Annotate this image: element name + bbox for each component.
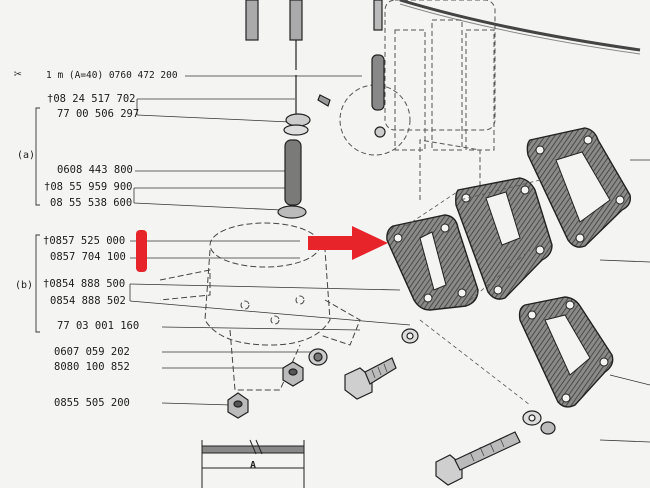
part-number-highlighted: 0857 704 100 xyxy=(50,251,126,263)
part-number: 8080 100 852 xyxy=(54,361,130,373)
highlight-marker xyxy=(136,230,147,272)
scissors-icon: ✂ xyxy=(14,67,22,82)
dimension-label: A xyxy=(250,460,257,471)
part-number: 77 03 001 160 xyxy=(57,320,140,332)
gasket-highlighted xyxy=(386,214,479,311)
rods xyxy=(245,0,385,111)
part-number: 08 55 538 600 xyxy=(50,197,133,209)
part-number: 0608 443 800 xyxy=(57,164,133,176)
group-brackets xyxy=(35,107,40,333)
part-number: 0855 505 200 xyxy=(54,397,130,409)
gasket-back xyxy=(526,127,632,248)
hose-dimension xyxy=(201,439,305,488)
part-number-highlighted: †0857 525 000 xyxy=(43,235,126,247)
part-number: †08 24 517 702 xyxy=(47,93,136,105)
part-number: 77 00 506 297 xyxy=(57,108,140,120)
group-label-b: (b) xyxy=(15,280,34,291)
pushrod xyxy=(277,75,386,219)
insulator-block xyxy=(455,177,553,300)
group-label-a: (a) xyxy=(17,150,36,161)
part-number: 0607 059 202 xyxy=(54,346,130,358)
bolts xyxy=(344,357,521,486)
highlight-arrow xyxy=(308,226,388,260)
part-number: †08 55 959 900 xyxy=(44,181,133,193)
part-number-hose: 1 m (A=40) 0760 472 200 xyxy=(46,70,178,81)
part-number: †0854 888 500 xyxy=(43,278,126,290)
leader-lines xyxy=(129,75,650,443)
part-number: 0854 888 502 xyxy=(50,295,126,307)
gasket-bottom xyxy=(518,296,614,408)
fasteners xyxy=(227,328,556,435)
carburettor-outline xyxy=(339,0,496,210)
